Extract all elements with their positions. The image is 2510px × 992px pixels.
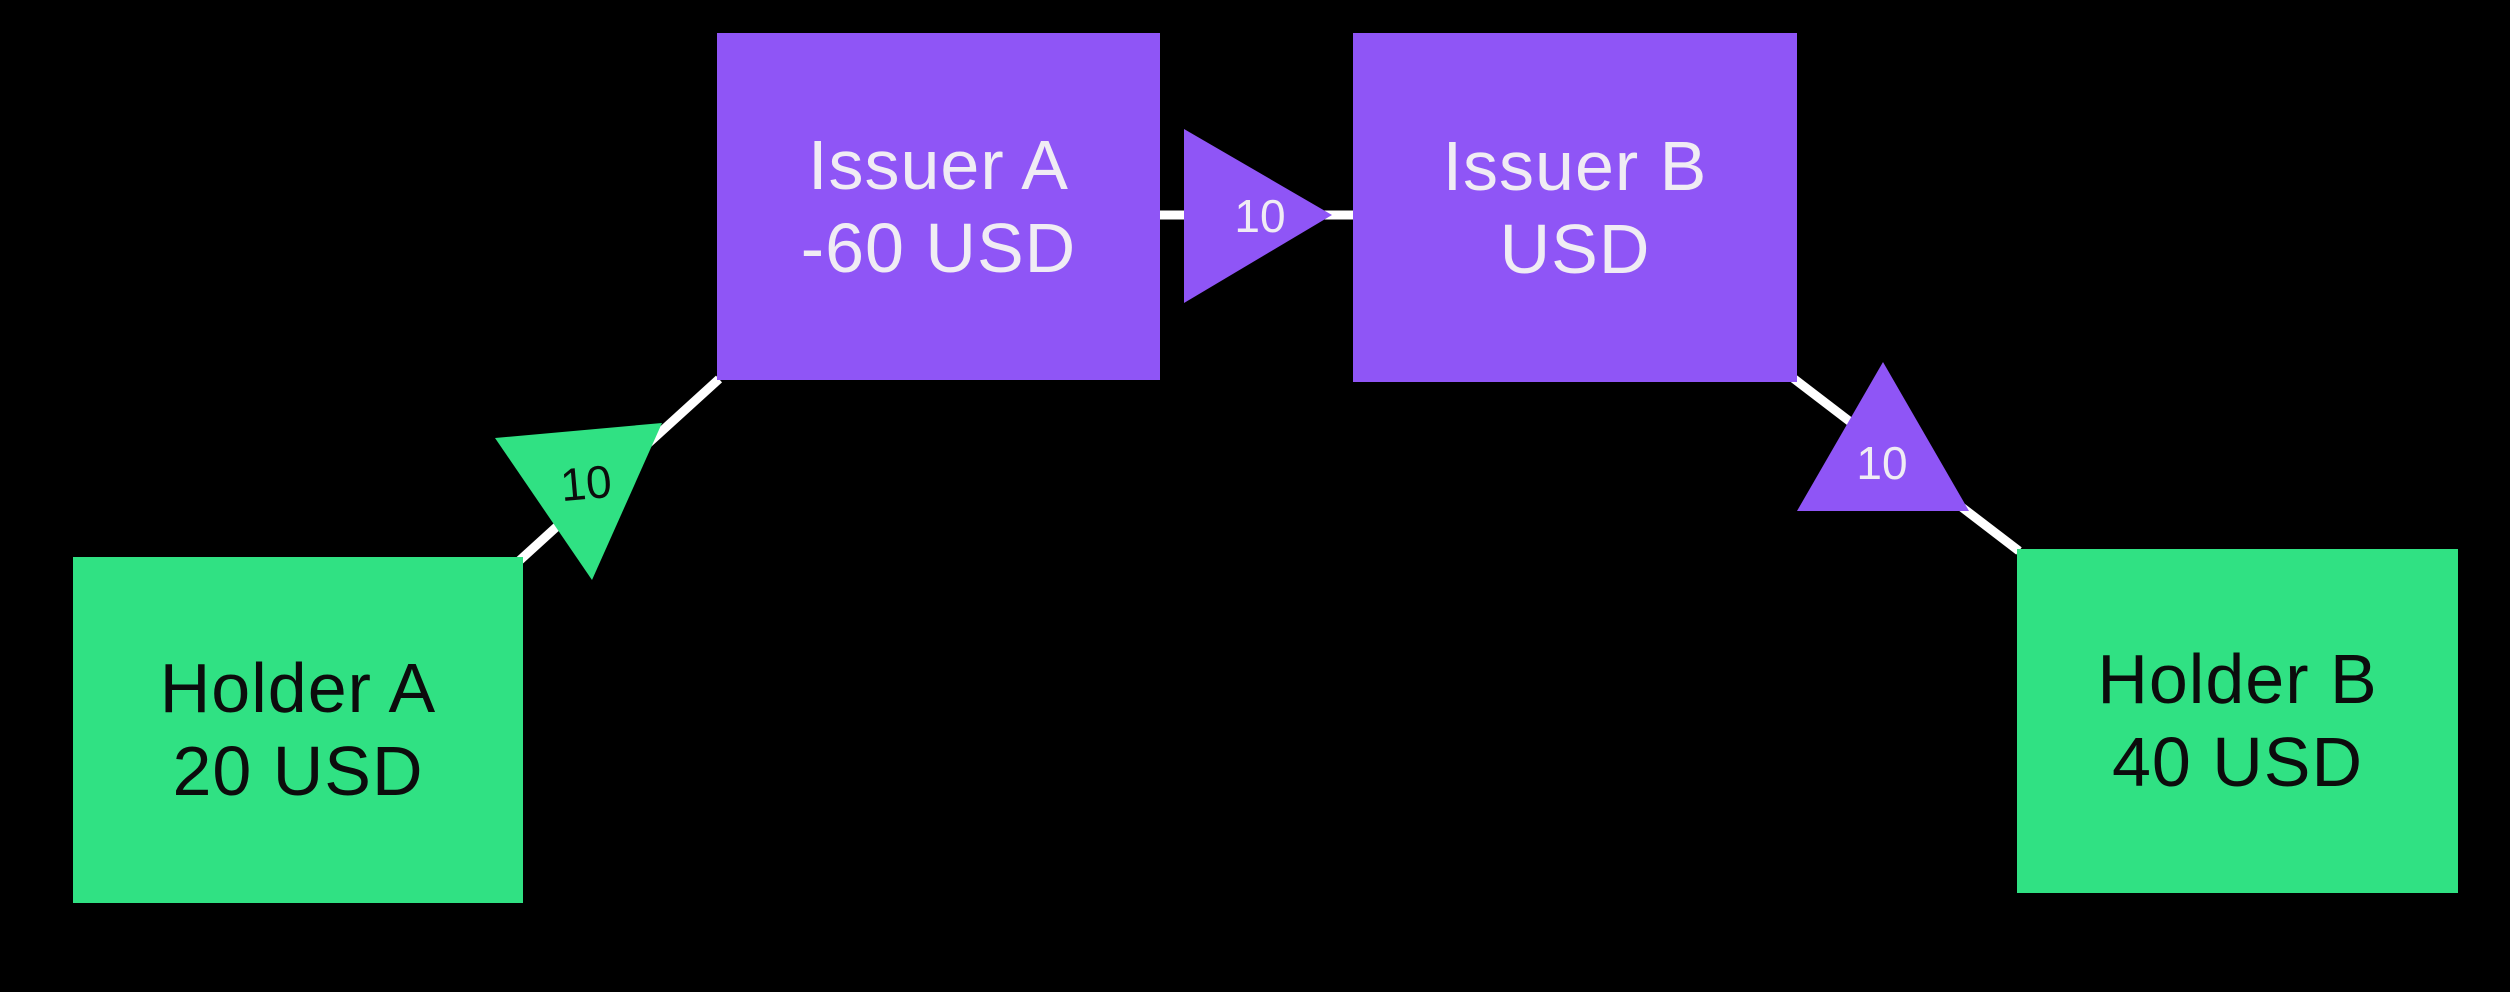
node-holder-b: Holder B 40 USD [2017,549,2458,893]
node-issuer-b-balance: USD [1499,209,1651,288]
node-issuer-b-title: Issuer B [1442,126,1708,205]
node-holder-a-title: Holder A [159,649,437,728]
node-issuer-a-title: Issuer A [808,125,1069,204]
node-issuer-a-balance: -60 USD [800,208,1077,287]
node-issuer-a: Issuer A -60 USD [717,33,1160,380]
node-holder-a-balance: 20 USD [172,732,424,810]
node-holder-a: Holder A 20 USD [73,557,523,903]
node-issuer-b: Issuer B USD [1353,33,1797,382]
arrowhead-icon-issuerA-issuerB [1184,129,1332,303]
edge-amount-issuerA-issuerB: 10 [1234,190,1285,242]
node-holder-b-title: Holder B [2097,640,2378,719]
edge-amount-holderA-issuerA: 10 [558,455,614,511]
arrowhead-icon-issuerB-holderB [1797,362,1969,511]
arrowhead-icon-holderA-issuerA [495,423,662,580]
node-holder-b-balance: 40 USD [2111,723,2364,801]
edge-amount-issuerB-holderB: 10 [1856,437,1907,489]
